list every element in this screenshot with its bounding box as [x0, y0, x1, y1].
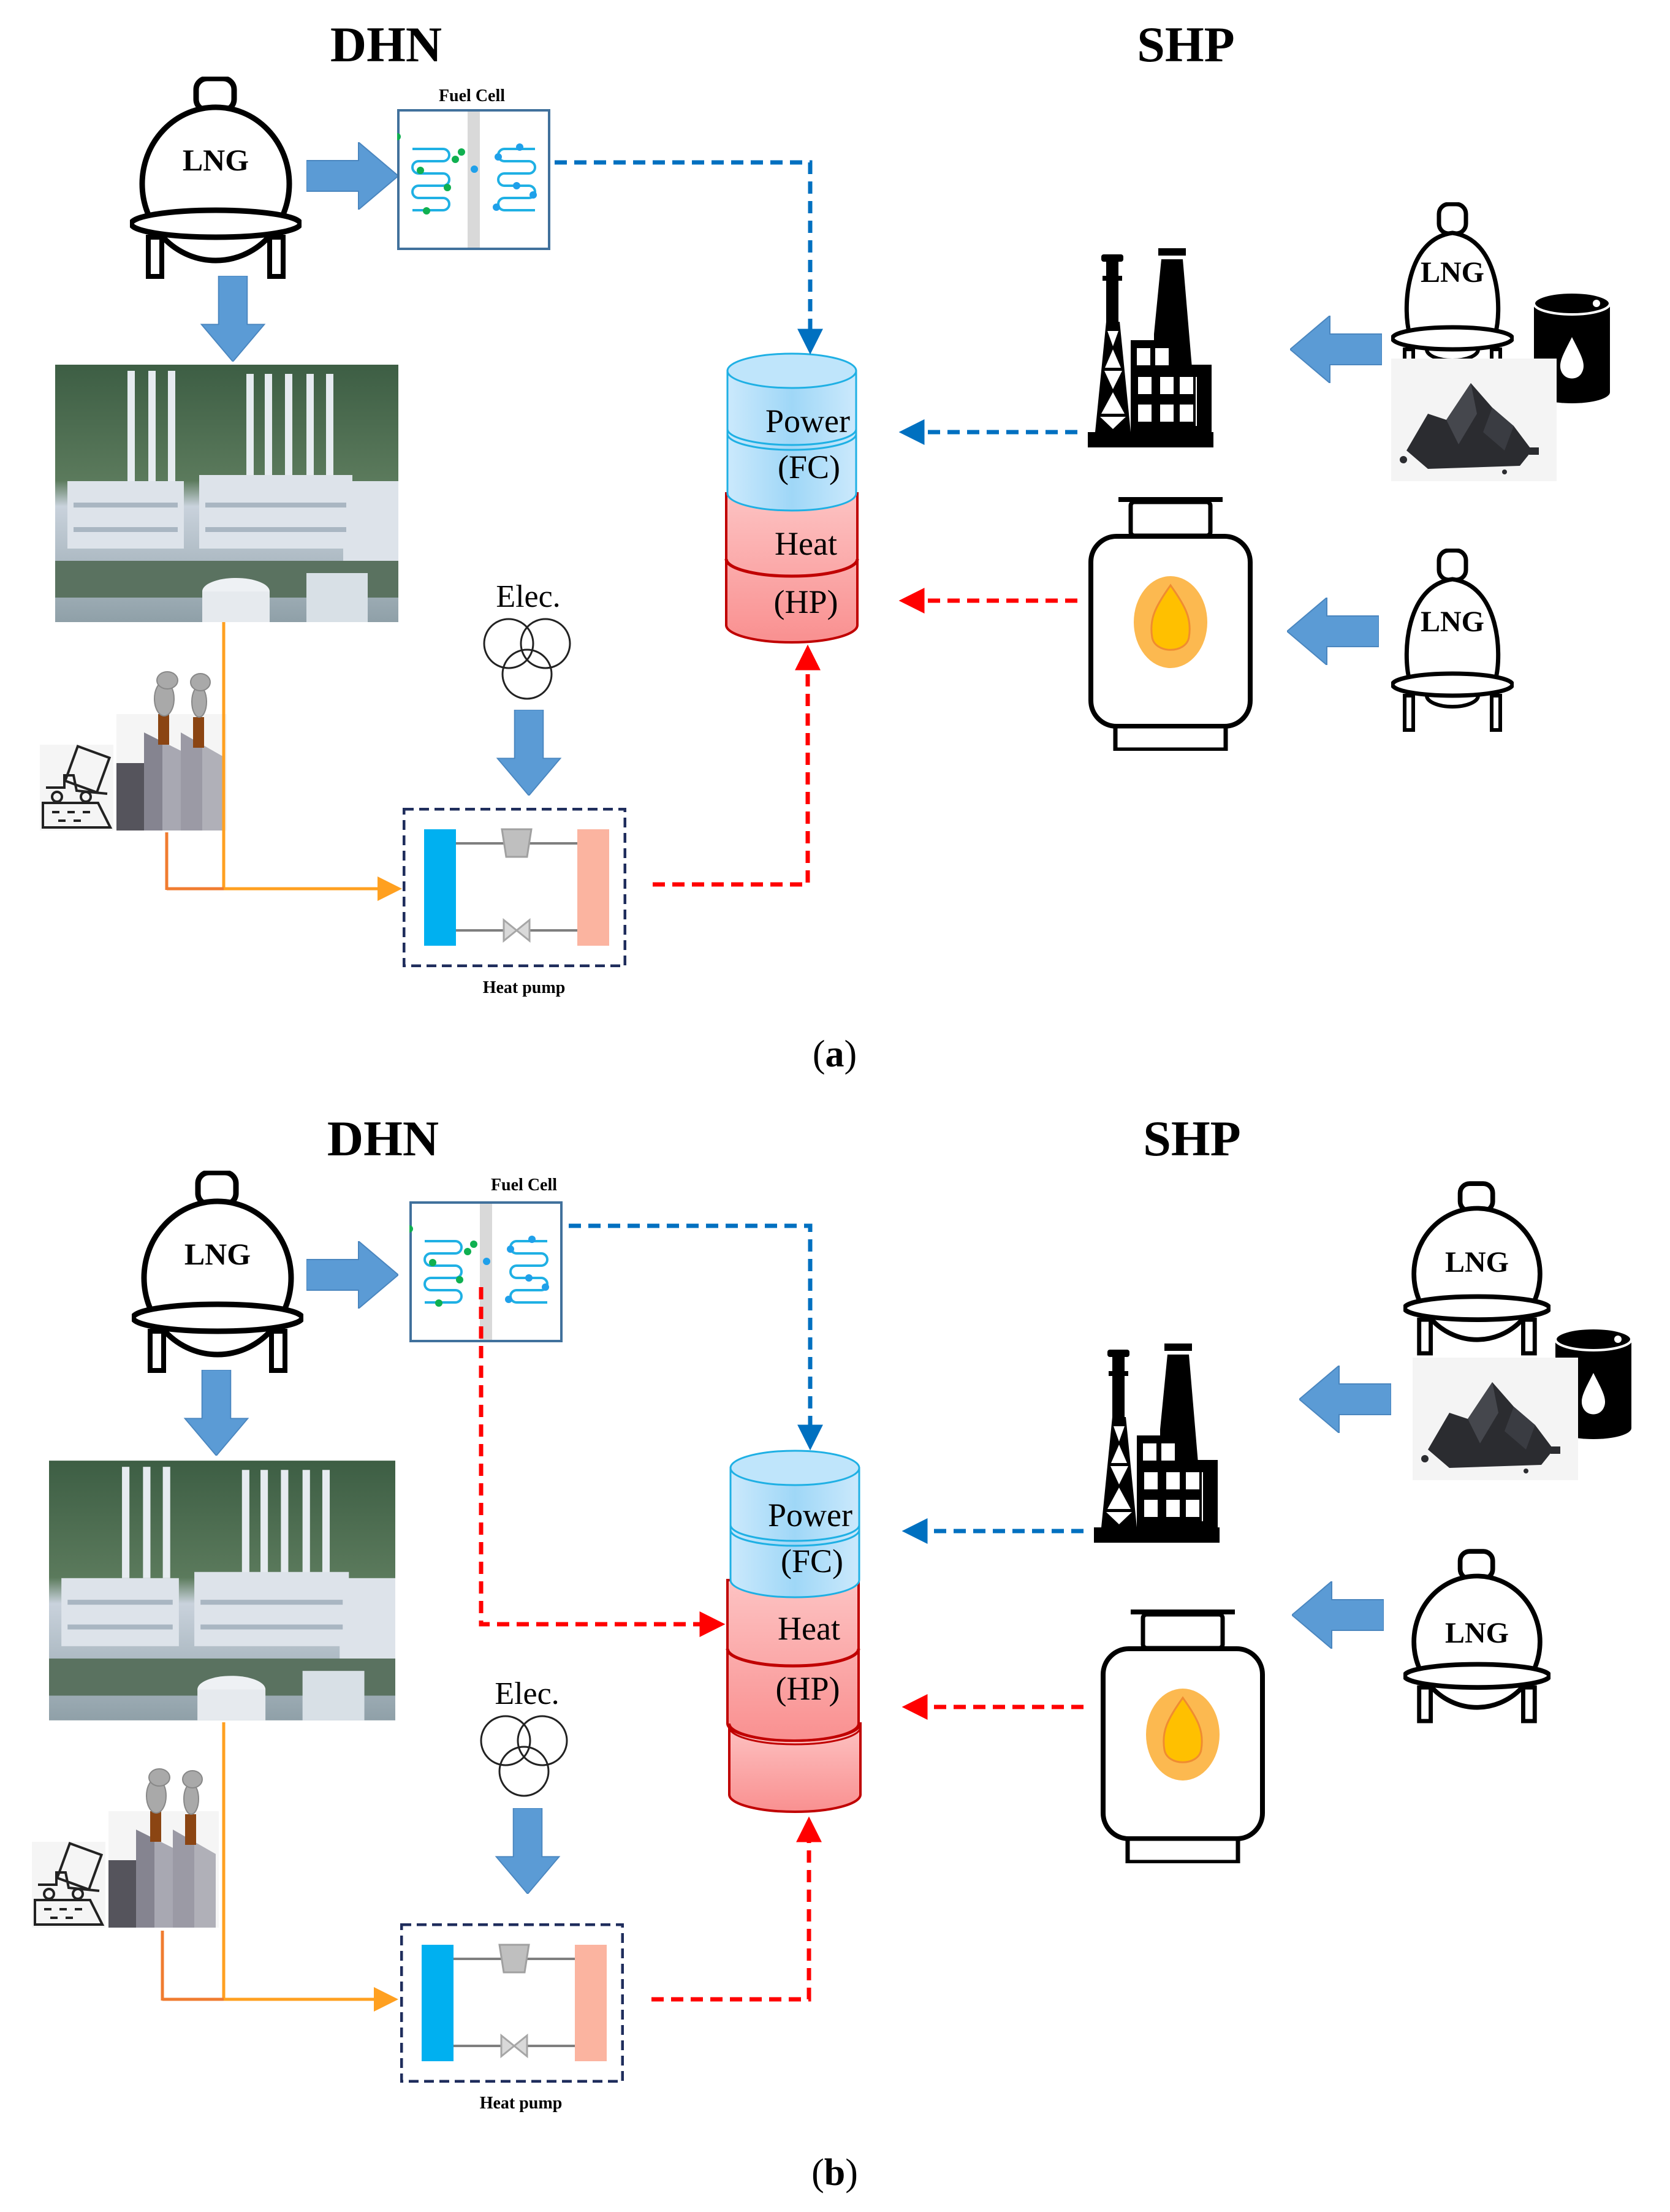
block-arrow-lng-to-plant: [200, 276, 265, 362]
lng-tank-icon-shp-top: LNG: [1392, 204, 1512, 384]
lng-label: LNG: [1445, 1617, 1509, 1649]
lng-label: LNG: [1445, 1246, 1509, 1279]
heat-pump-icon: [404, 809, 625, 966]
panel-b: DHN SHP LNG Fuel Cell Elec. Heat pump: [32, 1111, 1633, 2194]
panel-a: DHN SHP LNG Fuel Cell Elec. Heat pump: [40, 17, 1611, 1075]
transformer-icon: [480, 1715, 568, 1797]
block-arrow-lng-to-fuelcell: [306, 142, 398, 210]
heat-sub-label: (HP): [776, 1670, 840, 1707]
block-arrow-lng-to-fuelcell: [306, 1241, 398, 1309]
panel-caption-a: (a): [813, 1033, 857, 1075]
block-arrow-elec-to-heatpump: [495, 1808, 560, 1894]
gas-boiler-icon: [1091, 497, 1250, 750]
power-label: Power: [768, 1497, 852, 1534]
coal-icon: [1413, 1358, 1578, 1480]
waste-heat-flow: [165, 622, 402, 901]
power-label: Power: [765, 403, 850, 439]
elec-label: Elec.: [495, 1676, 559, 1711]
panel-caption-b: (b): [811, 2152, 858, 2194]
incinerator-factory-icon: [40, 671, 228, 830]
lng-tank-icon: LNG: [131, 78, 300, 276]
fuel-cell-label: Fuel Cell: [491, 1176, 557, 1195]
block-arrow-fuel-to-plant: [1290, 316, 1382, 383]
fuel-cell-icon: [409, 1201, 563, 1342]
block-arrow-lng-to-plant: [184, 1370, 249, 1456]
lng-tank-icon-shp-bottom: LNG: [1392, 550, 1512, 730]
storage-tank-icon: Power (FC) Heat (HP): [724, 352, 859, 644]
power-plant-photo: [49, 1461, 395, 1720]
lng-tank-icon: LNG: [133, 1173, 302, 1370]
dhn-title: DHN: [330, 17, 442, 72]
transformer-icon: [483, 618, 571, 700]
heat-pump-label: Heat pump: [480, 2094, 563, 2113]
elec-label: Elec.: [496, 579, 560, 614]
thermal-power-plant-icon: [1088, 248, 1213, 447]
thermal-power-plant-icon: [1094, 1344, 1220, 1543]
heat-label: Heat: [778, 1610, 840, 1647]
coal-icon: [1391, 359, 1557, 481]
block-arrow-lng-to-boiler: [1287, 598, 1379, 665]
heat-flow-fuelcell-to-storage: [479, 1287, 726, 1637]
power-plant-photo: [55, 365, 398, 622]
heat-label: Heat: [775, 525, 837, 562]
dhn-title: DHN: [327, 1111, 439, 1166]
lng-label: LNG: [183, 143, 249, 177]
heat-flow-heatpump-to-storage: [651, 1816, 822, 2002]
heat-flow-heatpump-to-storage: [653, 644, 821, 887]
block-arrow-fuel-to-plant: [1299, 1366, 1391, 1433]
power-sub-label: (FC): [778, 449, 840, 485]
lng-label: LNG: [1421, 606, 1484, 638]
block-arrow-elec-to-heatpump: [496, 710, 561, 796]
lng-label: LNG: [184, 1237, 251, 1271]
shp-title: SHP: [1137, 17, 1234, 72]
heat-sub-label: (HP): [774, 583, 838, 620]
heat-pump-icon: [401, 1925, 623, 2081]
fuel-cell-label: Fuel Cell: [439, 86, 505, 105]
lng-label: LNG: [1421, 256, 1484, 289]
block-arrow-lng-to-boiler: [1292, 1581, 1384, 1649]
storage-tank-icon: Power (FC) Heat (HP): [726, 1450, 862, 1813]
fuel-cell-icon: [397, 109, 550, 250]
power-flow-fuelcell-to-storage: [569, 1223, 823, 1451]
shp-title: SHP: [1143, 1111, 1240, 1166]
lng-tank-icon-shp-top: LNG: [1405, 1184, 1550, 1353]
gas-boiler-icon: [1103, 1610, 1262, 1862]
power-sub-label: (FC): [781, 1543, 843, 1579]
heat-pump-label: Heat pump: [483, 978, 566, 997]
waste-heat-flow: [161, 1722, 398, 2012]
incinerator-factory-icon: [32, 1768, 220, 1928]
lng-tank-icon-shp-bottom: LNG: [1405, 1551, 1550, 1721]
power-flow-fuelcell-to-storage: [555, 160, 823, 355]
